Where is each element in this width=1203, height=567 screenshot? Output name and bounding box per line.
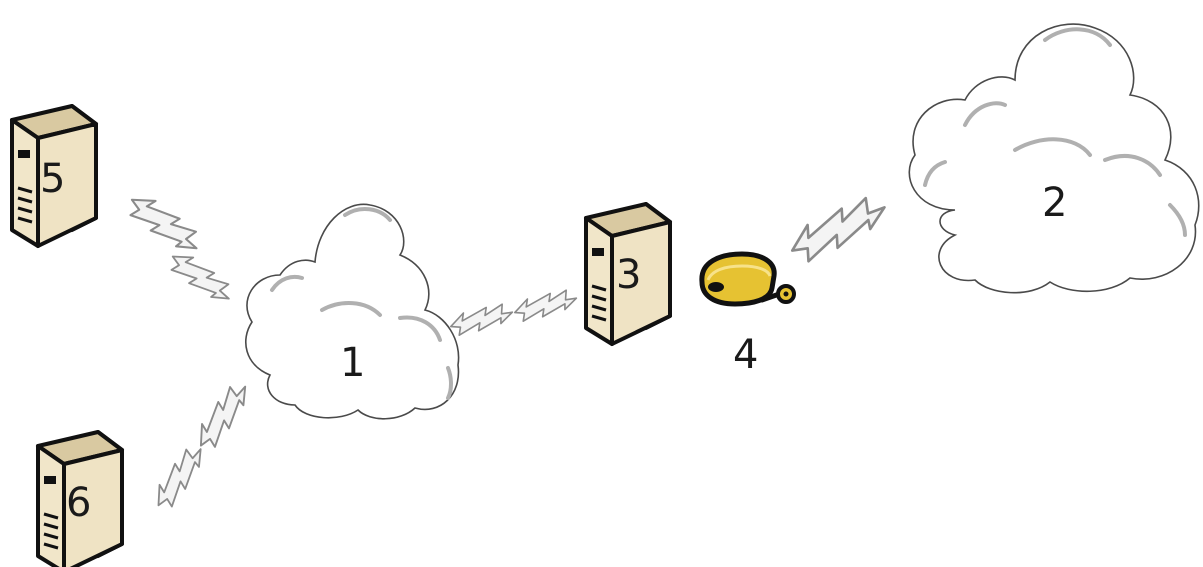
link-3-to-2 — [783, 185, 892, 270]
server-5: 5 — [10, 104, 98, 248]
lock-label: 4 — [733, 332, 758, 378]
link-1-to-3 — [447, 283, 580, 340]
link-6-to-1 — [149, 376, 254, 514]
cloud-2: 2 — [908, 23, 1200, 294]
cloud-1-label: 1 — [340, 340, 365, 386]
server-5-label: 5 — [40, 156, 65, 202]
server-3-label: 3 — [616, 252, 641, 298]
server-6: 6 — [36, 430, 124, 567]
server-3: 3 — [584, 202, 672, 346]
link-5-to-1 — [122, 188, 239, 307]
lock-icon: 4 — [699, 251, 796, 378]
server-6-label: 6 — [66, 480, 91, 526]
cloud-1: 1 — [244, 203, 460, 420]
cloud-2-label: 2 — [1042, 180, 1067, 226]
